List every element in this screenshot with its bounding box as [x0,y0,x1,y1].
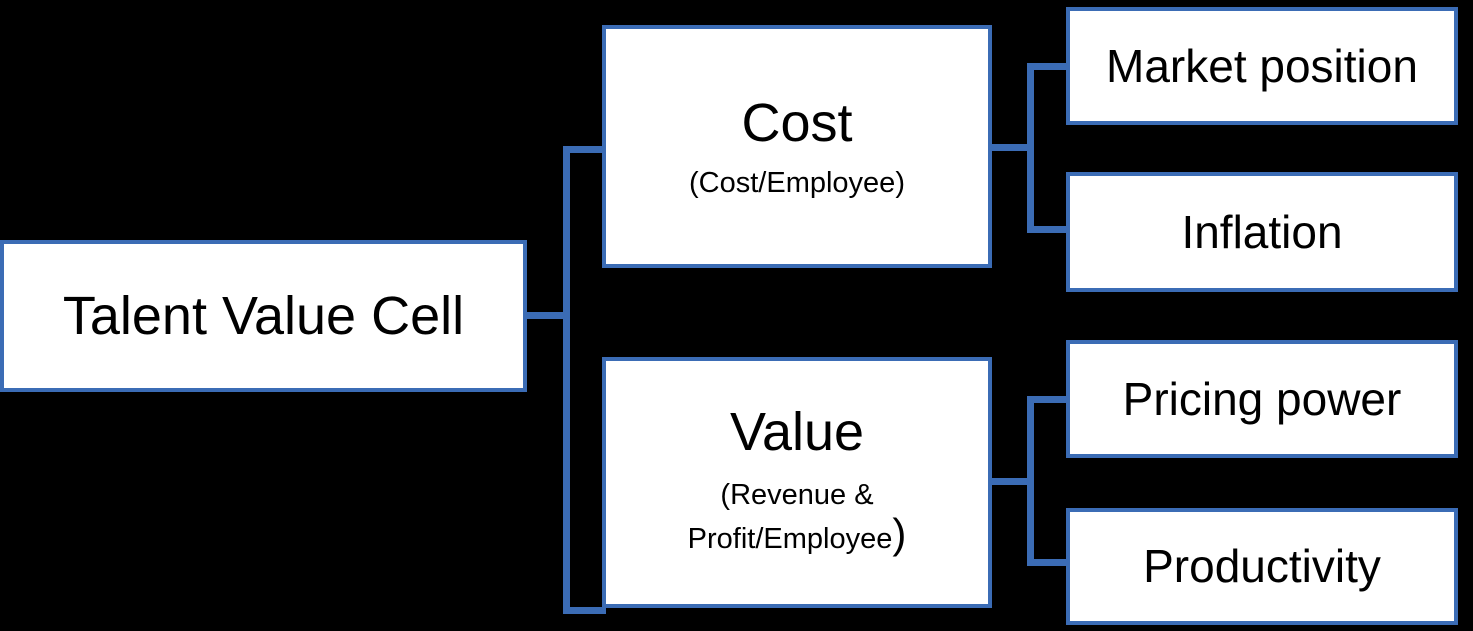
connector-root-to-value [563,607,606,614]
connector-value-spine [1027,396,1034,566]
connector-value-stub [989,478,1034,485]
node-market-position[interactable]: Market position [1066,7,1458,125]
connector-value-to-pricing-power [1027,396,1069,403]
connector-cost-to-inflation [1027,226,1069,233]
node-talent-value-cell[interactable]: Talent Value Cell [0,240,527,392]
node-productivity[interactable]: Productivity [1066,508,1458,625]
node-value-sublabel: (Revenue & Profit/Employee) [688,474,907,561]
node-cost-sublabel: (Cost/Employee) [689,166,905,199]
node-value-sublabel-line1: (Revenue & [720,479,874,512]
connector-cost-spine [1027,63,1034,233]
node-value-label: Value [729,401,865,462]
node-productivity-label: Productivity [1143,540,1381,593]
node-pricing-power-label: Pricing power [1122,372,1402,425]
node-inflation-label: Inflation [1181,205,1343,258]
node-pricing-power[interactable]: Pricing power [1066,340,1458,458]
node-cost-label: Cost [741,92,853,153]
node-talent-value-cell-label: Talent Value Cell [62,285,465,346]
node-inflation[interactable]: Inflation [1066,172,1458,292]
connector-root-stub [527,312,570,319]
node-value-sublabel-close-paren: ) [892,509,907,557]
connector-root-spine [563,146,570,614]
node-market-position-label: Market position [1106,39,1418,92]
connector-cost-stub [989,144,1034,151]
node-cost[interactable]: Cost (Cost/Employee) [602,25,992,268]
node-value-sublabel-line2: Profit/Employee [687,522,893,555]
connector-root-to-cost [563,146,606,153]
connector-value-to-productivity [1027,559,1069,566]
node-value[interactable]: Value (Revenue & Profit/Employee) [602,357,992,608]
connector-cost-to-market-position [1027,63,1069,70]
